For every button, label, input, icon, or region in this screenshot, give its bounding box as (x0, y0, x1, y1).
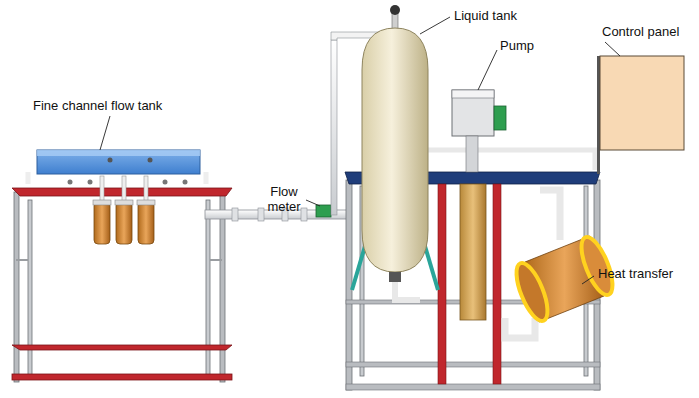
liquid-tank (362, 5, 428, 282)
control-panel (597, 56, 684, 174)
filter-cylinders (93, 176, 155, 244)
flow-tank (28, 150, 206, 185)
part-label: Fine channel flow tank (33, 98, 162, 113)
pump (452, 90, 506, 172)
part-label: Flow meter (262, 184, 306, 214)
part-label: Liquid tank (454, 8, 517, 23)
part-label: Heat transfer (598, 266, 673, 281)
part-label: Pump (500, 38, 534, 53)
pipe (205, 32, 386, 221)
left-frame (12, 188, 232, 382)
leader-lines (100, 17, 620, 284)
part-label: Control panel (602, 24, 679, 39)
flow-meter-body (316, 205, 331, 217)
